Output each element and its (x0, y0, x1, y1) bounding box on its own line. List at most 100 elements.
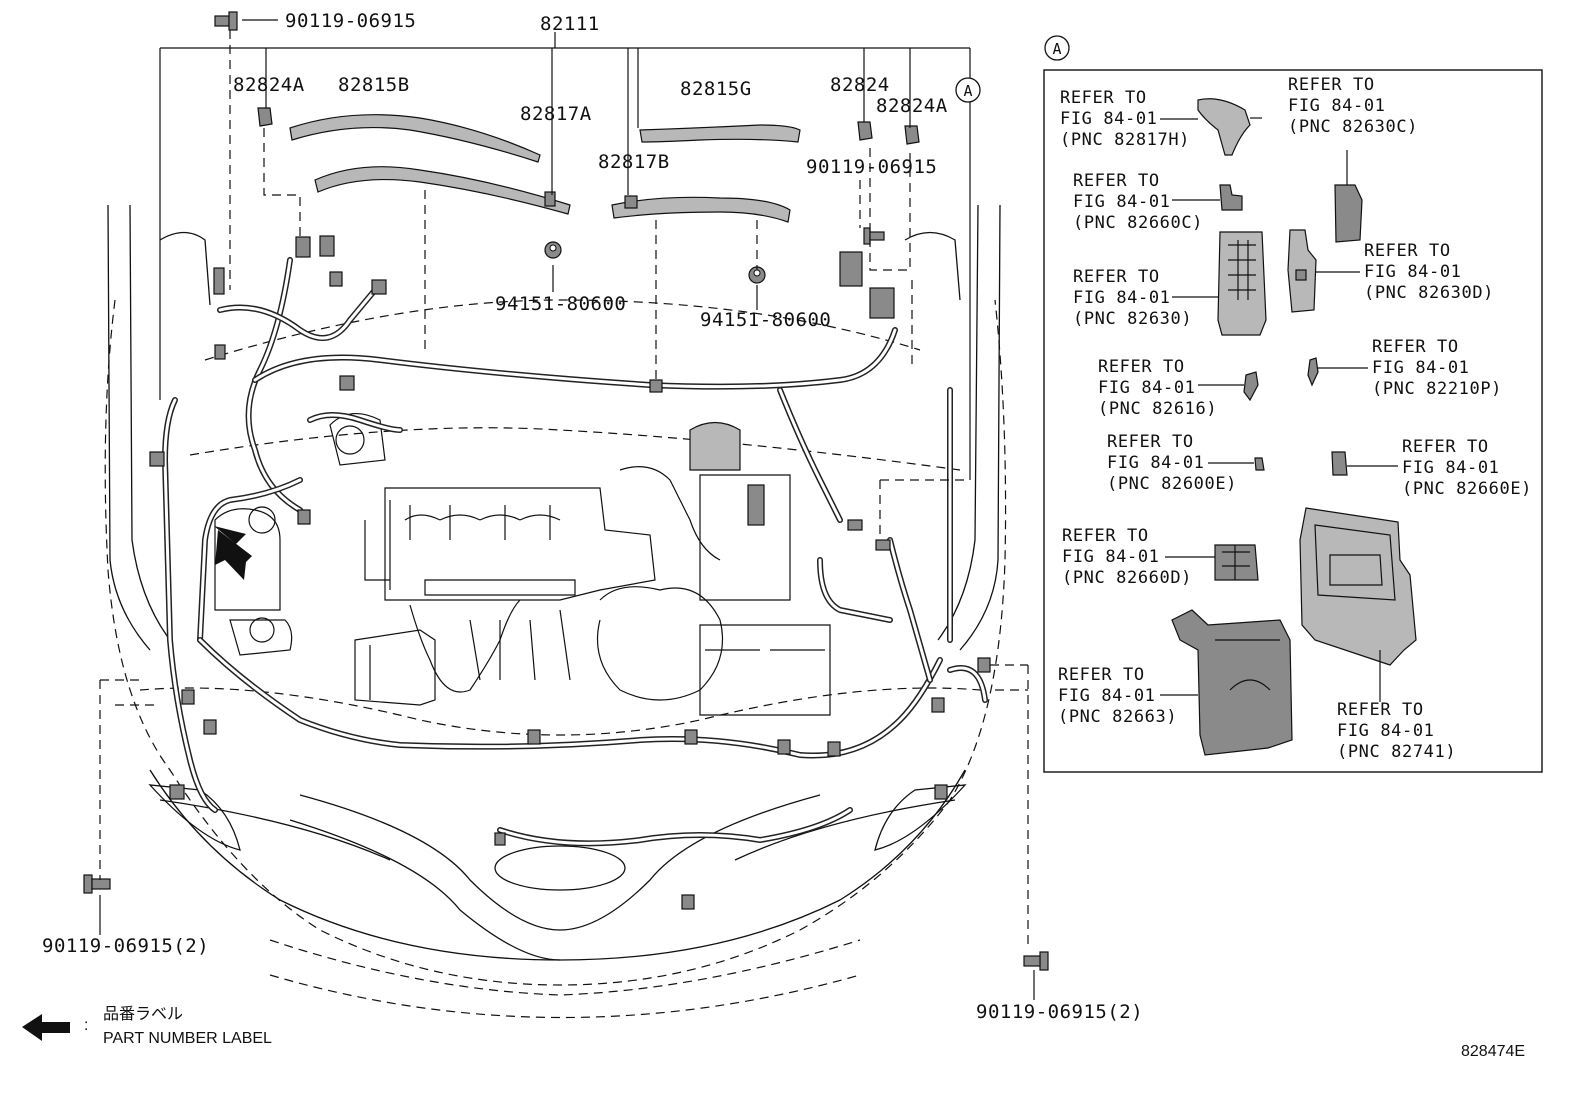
label-82817a: 82817A (520, 103, 592, 125)
svg-text:FIG 84-01: FIG 84-01 (1073, 192, 1171, 212)
label-82815g: 82815G (680, 78, 752, 100)
svg-text:(PNC 82210P): (PNC 82210P) (1372, 379, 1502, 399)
svg-text:FIG 84-01: FIG 84-01 (1372, 358, 1470, 378)
part-82663 (1171, 609, 1293, 756)
svg-text:REFER TO: REFER TO (1372, 337, 1459, 357)
part-82630 (1217, 231, 1267, 336)
svg-text:REFER TO: REFER TO (1107, 432, 1194, 452)
svg-text:FIG 84-01: FIG 84-01 (1062, 547, 1160, 567)
svg-text:REFER TO: REFER TO (1058, 665, 1145, 685)
clip-82824a-left (257, 107, 273, 127)
label-clip-left: 94151-80600 (495, 293, 626, 315)
protector-82817b (611, 196, 791, 223)
label-bolt-top: 90119-06915 (285, 10, 416, 32)
refer-82616: REFER TO FIG 84-01 (PNC 82616) (1098, 357, 1217, 419)
label-bolt-bottom-left: 90119-06915(2) (42, 935, 209, 957)
svg-text:(PNC 82660E): (PNC 82660E) (1402, 479, 1532, 499)
svg-text:(PNC 82660C): (PNC 82660C) (1073, 213, 1203, 233)
refer-82741: REFER TO FIG 84-01 (PNC 82741) (1337, 700, 1456, 762)
svg-text:(PNC 82630D): (PNC 82630D) (1364, 283, 1494, 303)
part-82616 (1243, 371, 1259, 402)
refer-82630c: REFER TO FIG 84-01 (PNC 82630C) (1288, 75, 1418, 137)
svg-text:(PNC 82630C): (PNC 82630C) (1288, 117, 1418, 137)
refer-box: A REFER TO (1043, 35, 1543, 773)
svg-text:REFER TO: REFER TO (1337, 700, 1424, 720)
part-82660c (1219, 184, 1243, 211)
svg-text:(PNC 82817H): (PNC 82817H) (1060, 130, 1190, 150)
clip-82824 (857, 121, 873, 141)
label-82824: 82824 (830, 74, 890, 96)
label-bolt-right-top: 90119-06915 (806, 156, 937, 178)
part-82210p (1307, 357, 1319, 387)
top-parts (83, 11, 1049, 971)
svg-text:A: A (1052, 40, 1061, 58)
svg-text:(PNC 82630): (PNC 82630) (1073, 309, 1192, 329)
svg-text:FIG 84-01: FIG 84-01 (1098, 378, 1196, 398)
label-82111: 82111 (540, 13, 600, 35)
legend: : 品番ラベル PART NUMBER LABEL (22, 1005, 272, 1047)
refer-82660e: REFER TO FIG 84-01 (PNC 82660E) (1402, 437, 1532, 499)
label-clip-right: 94151-80600 (700, 309, 831, 331)
legend-arrow-icon (22, 1014, 70, 1041)
refer-82817h: REFER TO FIG 84-01 (PNC 82817H) (1060, 88, 1190, 150)
svg-text:REFER TO: REFER TO (1073, 267, 1160, 287)
diagram-id: 828474E (1461, 1043, 1525, 1060)
leader-lines (99, 19, 1035, 1000)
label-82824a-right: 82824A (876, 95, 948, 117)
wire-harness-82111 (149, 235, 991, 910)
svg-text:(PNC 82616): (PNC 82616) (1098, 399, 1217, 419)
refer-82210p: REFER TO FIG 84-01 (PNC 82210P) (1372, 337, 1502, 399)
legend-english: PART NUMBER LABEL (103, 1030, 272, 1047)
label-82824a-left: 82824A (233, 74, 305, 96)
protector-82817a (314, 166, 571, 215)
bolt-right-top (863, 227, 885, 245)
svg-text:(PNC 82663): (PNC 82663) (1058, 707, 1177, 727)
refer-82660d: REFER TO FIG 84-01 (PNC 82660D) (1062, 526, 1192, 588)
part-82630c (1334, 184, 1363, 243)
svg-text:REFER TO: REFER TO (1062, 526, 1149, 546)
bolt-top (214, 11, 238, 31)
svg-text:(PNC 82660D): (PNC 82660D) (1062, 568, 1192, 588)
svg-text:(PNC 82600E): (PNC 82600E) (1107, 474, 1237, 494)
vehicle-body-outline (104, 204, 1007, 1019)
bolt-bottom-left (83, 874, 111, 894)
engine-bay (189, 299, 961, 716)
svg-text:FIG 84-01: FIG 84-01 (1364, 262, 1462, 282)
svg-text:REFER TO: REFER TO (1288, 75, 1375, 95)
clip-82824a-right (904, 125, 920, 145)
part-82660e (1331, 451, 1348, 476)
part-labels: 90119-06915 82111 82824A 82815B 82817A 8… (42, 10, 1143, 1023)
svg-text:REFER TO: REFER TO (1060, 88, 1147, 108)
part-82600e (1254, 457, 1265, 471)
svg-text:REFER TO: REFER TO (1073, 171, 1160, 191)
svg-text:FIG 84-01: FIG 84-01 (1060, 109, 1158, 129)
svg-text:FIG 84-01: FIG 84-01 (1073, 288, 1171, 308)
callout-a-marker: A (955, 77, 981, 103)
protector-82815g (639, 124, 801, 143)
part-82817h (1197, 98, 1251, 156)
refer-82630d: REFER TO FIG 84-01 (PNC 82630D) (1364, 241, 1494, 303)
legend-japanese: 品番ラベル (103, 1005, 183, 1023)
svg-text:FIG 84-01: FIG 84-01 (1058, 686, 1156, 706)
label-82815b: 82815B (338, 74, 410, 96)
label-82817b: 82817B (598, 151, 670, 173)
protector-82815b (289, 114, 541, 163)
svg-text:REFER TO: REFER TO (1364, 241, 1451, 261)
svg-text:A: A (963, 82, 972, 100)
svg-text:REFER TO: REFER TO (1098, 357, 1185, 377)
refer-82663: REFER TO FIG 84-01 (PNC 82663) (1058, 665, 1177, 727)
clip-94151-left (544, 241, 562, 259)
svg-text:REFER TO: REFER TO (1402, 437, 1489, 457)
refer-82660c: REFER TO FIG 84-01 (PNC 82660C) (1073, 171, 1203, 233)
svg-text:FIG 84-01: FIG 84-01 (1107, 453, 1205, 473)
refer-82600e: REFER TO FIG 84-01 (PNC 82600E) (1107, 432, 1237, 494)
svg-text::: : (84, 1017, 88, 1034)
svg-text:FIG 84-01: FIG 84-01 (1288, 96, 1386, 116)
refer-82630: REFER TO FIG 84-01 (PNC 82630) (1073, 267, 1192, 329)
svg-text:FIG 84-01: FIG 84-01 (1337, 721, 1435, 741)
bolt-bottom-right (1023, 951, 1049, 971)
part-82660d (1214, 544, 1259, 581)
label-bolt-bottom-right: 90119-06915(2) (976, 1001, 1143, 1023)
